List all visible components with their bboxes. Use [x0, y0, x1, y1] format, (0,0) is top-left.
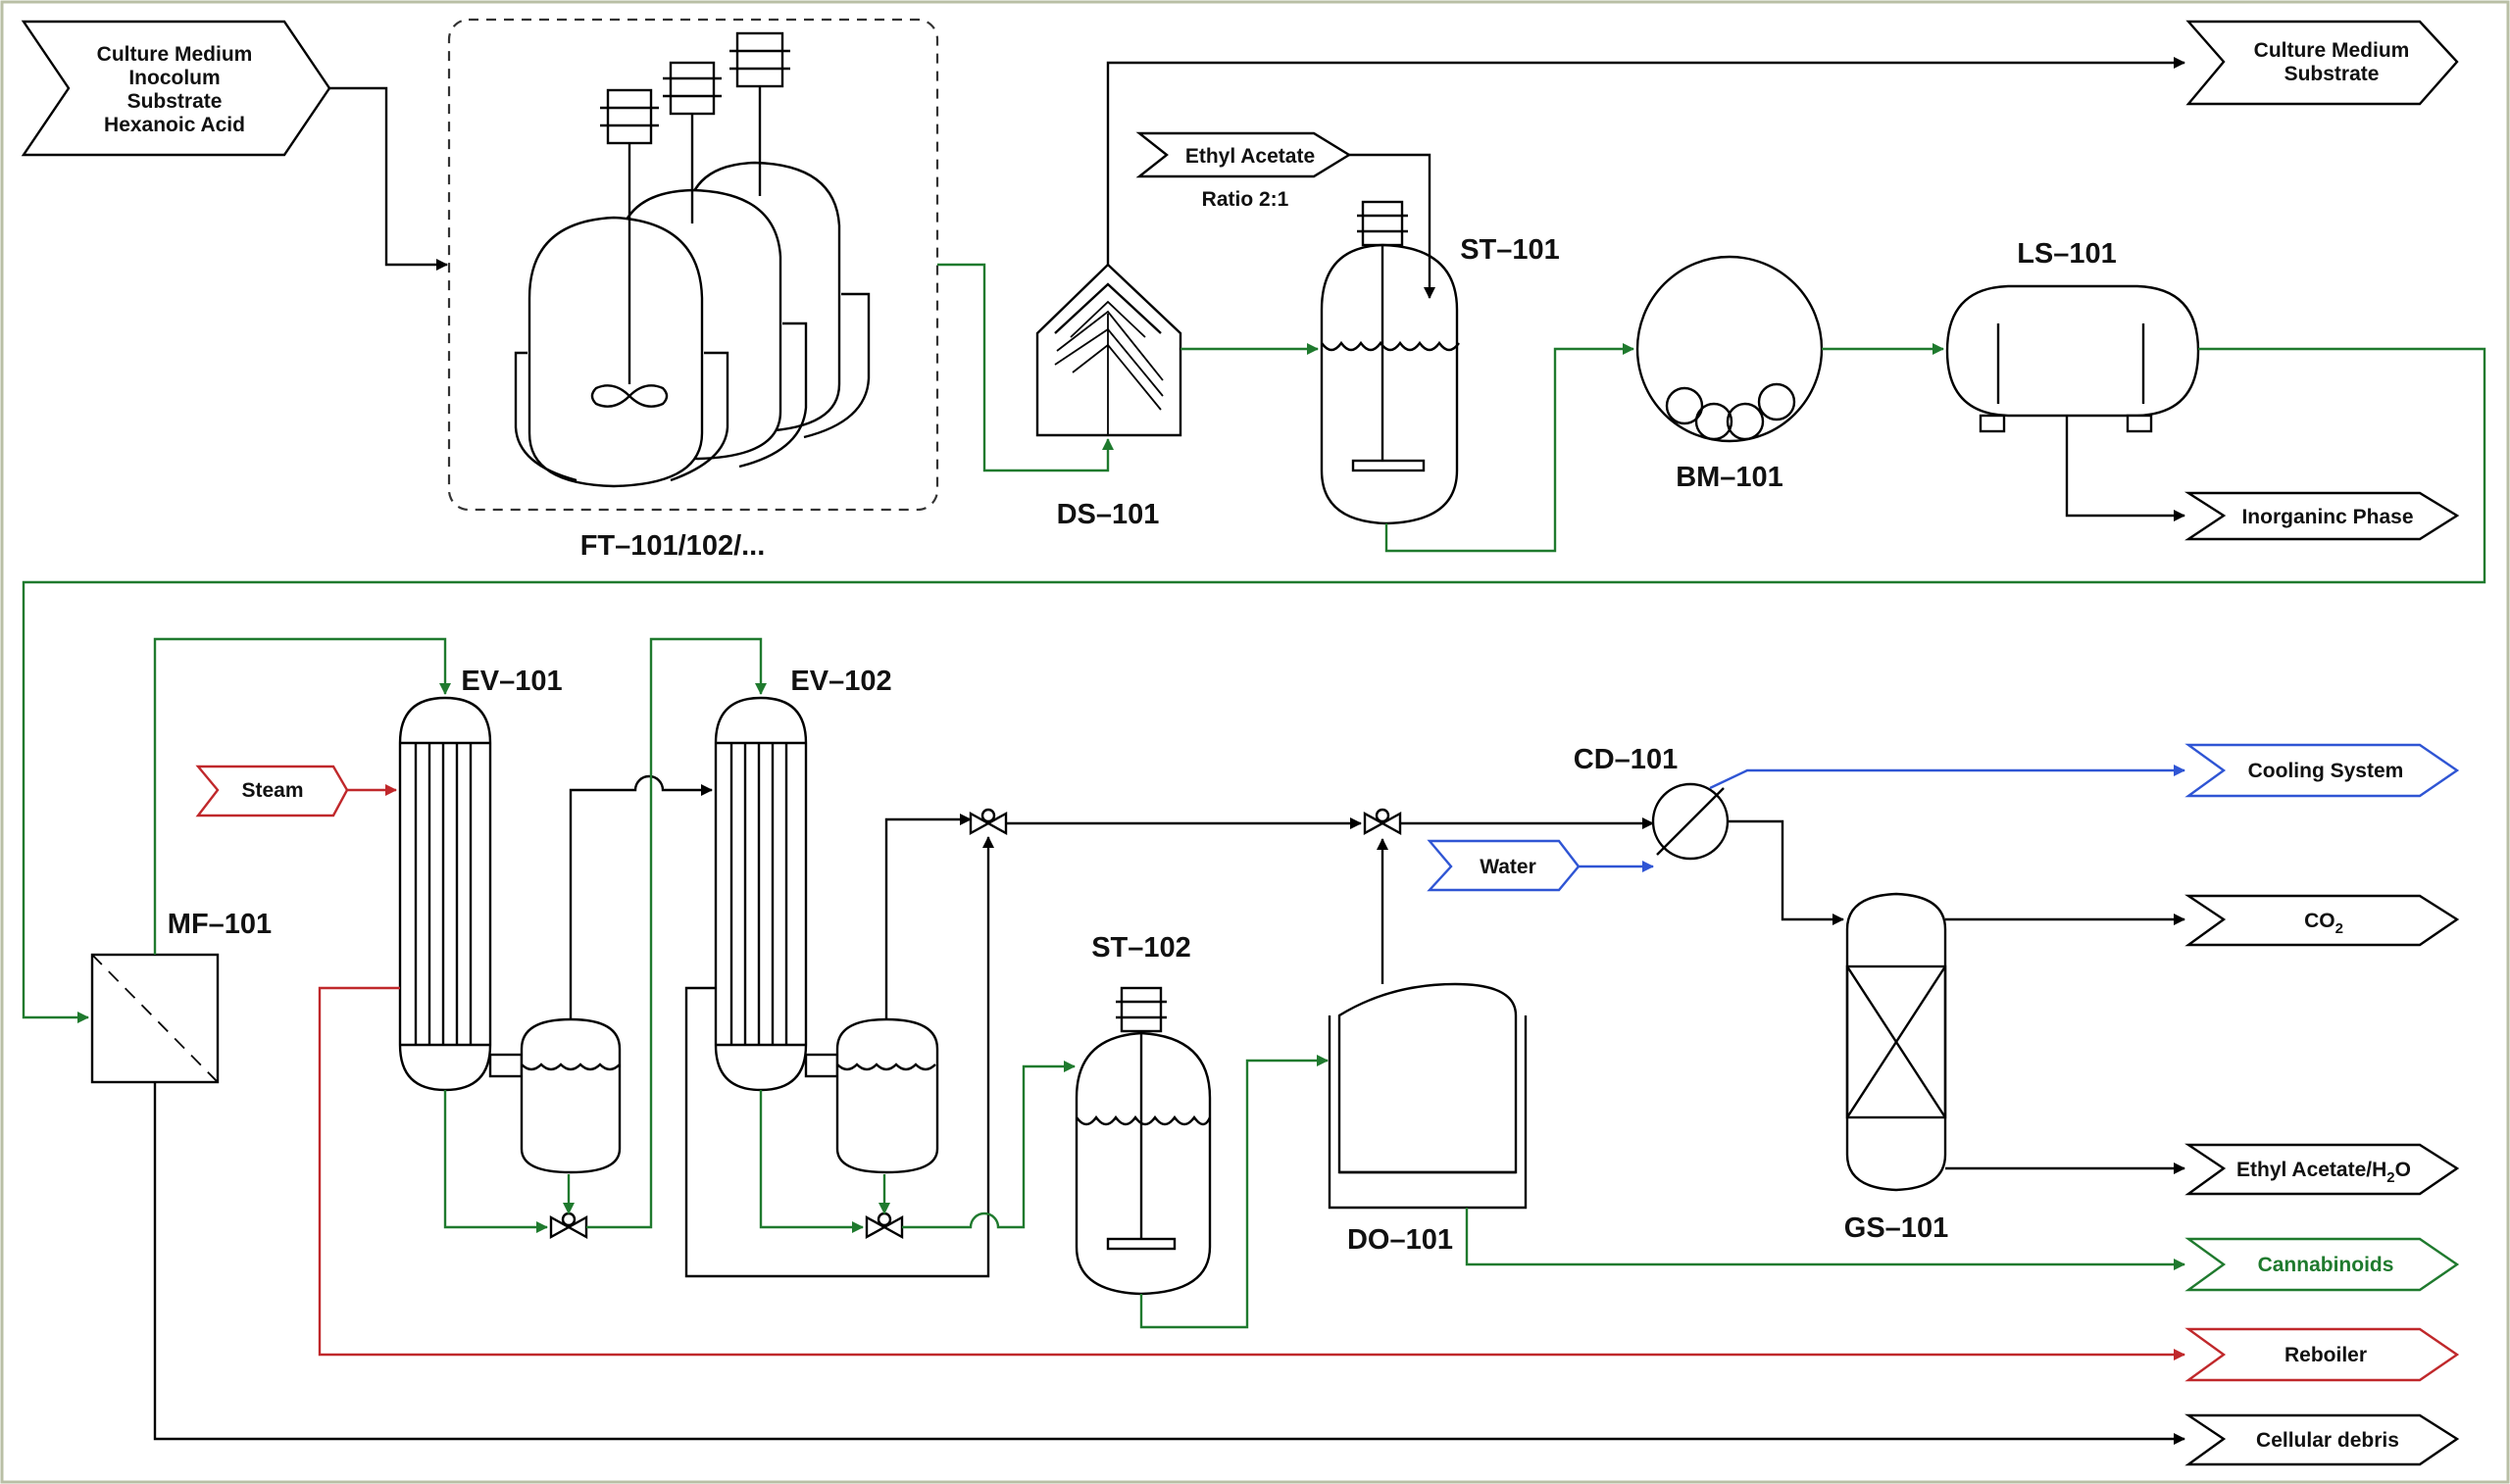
cellular-debris-output-tag: Cellular debris [2184, 1413, 2460, 1466]
steam-input-tag: Steam [195, 765, 349, 817]
ds-101-label: DS–101 [1057, 499, 1160, 530]
inorganic-phase-label: Inorganinc Phase [2241, 506, 2413, 528]
ls-101-label: LS–101 [2017, 238, 2117, 270]
feed-line-4: Hexanoic Acid [104, 114, 245, 136]
stirred-tank-st-101 [1320, 200, 1460, 525]
cannabinoids-label: Cannabinoids [2258, 1254, 2394, 1276]
co2-subscript: 2 [2335, 920, 2343, 937]
fermenters-ft-101 [447, 18, 939, 512]
st-101-label: ST–101 [1460, 234, 1560, 266]
reboiler-output-tag: Reboiler [2184, 1327, 2460, 1382]
gas-scrubber-gs-101 [1845, 892, 1947, 1192]
co2-main: CO [2304, 910, 2335, 932]
evaporator-ev-102 [714, 696, 939, 1174]
microfilter-mf-101 [90, 953, 220, 1084]
feed-line-1: Culture Medium [97, 43, 253, 66]
st-102-label: ST–102 [1091, 932, 1191, 964]
ball-mill-bm-101 [1635, 255, 1824, 443]
cellular-debris-label: Cellular debris [2256, 1429, 2399, 1452]
water-input-tag: Water [1427, 839, 1581, 892]
mf-101-label: MF–101 [168, 909, 272, 940]
ea-h2o-post: O [2395, 1159, 2411, 1181]
green-process-streams [22, 263, 2486, 1329]
ft-101-label: FT–101/102/... [580, 530, 766, 562]
steam-streams [318, 784, 2185, 1360]
co2-label: CO2 [2304, 910, 2343, 937]
evaporator-ev-101 [398, 696, 622, 1174]
disc-stack-separator-ds-101 [1035, 263, 1182, 437]
valve-ev-102 [865, 1212, 904, 1240]
ethyl-acetate-input-tag: Ethyl Acetate [1135, 131, 1352, 178]
ethyl-acetate-label: Ethyl Acetate [1185, 145, 1315, 168]
ea-h2o-subscript: 2 [2386, 1169, 2394, 1186]
inorganic-phase-output-tag: Inorganinc Phase [2184, 491, 2460, 541]
stirred-tank-st-102 [1075, 986, 1212, 1296]
recycle-line-1: Culture Medium [2254, 39, 2410, 62]
feed-line-3: Substrate [127, 90, 223, 113]
cooling-water-streams [1579, 765, 2185, 872]
water-label: Water [1480, 856, 1536, 878]
cooling-system-output-tag: Cooling System [2184, 743, 2460, 798]
ratio-label: Ratio 2:1 [1202, 188, 1289, 211]
feed-line-2: Inocolum [128, 67, 220, 89]
bm-101-label: BM–101 [1676, 462, 1783, 493]
condenser-cd-101 [1651, 782, 1730, 861]
black-process-streams [153, 57, 2185, 1445]
liquid-separator-ls-101 [1945, 284, 2200, 433]
valve-ev-101 [549, 1212, 588, 1240]
ev-101-label: EV–101 [461, 666, 562, 697]
cd-101-label: CD–101 [1574, 744, 1678, 775]
do-101-label: DO–101 [1347, 1224, 1453, 1256]
feed-input-tag: Culture Medium Inocolum Substrate Hexano… [21, 20, 331, 157]
ethyl-acetate-water-output-tag: Ethyl Acetate/H2O [2184, 1143, 2460, 1196]
cannabinoids-output-tag: Cannabinoids [2184, 1237, 2460, 1292]
recycle-output-tag: Culture Medium Substrate [2185, 20, 2459, 106]
valve-vapor-2 [1363, 808, 1402, 836]
cooling-system-label: Cooling System [2248, 760, 2404, 782]
dryer-do-101 [1328, 982, 1528, 1210]
ethyl-acetate-water-label: Ethyl Acetate/H2O [2236, 1159, 2411, 1186]
valve-vapor-1 [969, 808, 1008, 836]
reboiler-label: Reboiler [2284, 1344, 2367, 1366]
gs-101-label: GS–101 [1844, 1212, 1948, 1244]
steam-label: Steam [241, 779, 303, 802]
co2-output-tag: CO2 [2184, 894, 2460, 947]
ea-h2o-pre: Ethyl Acetate/H [2236, 1159, 2386, 1181]
recycle-line-2: Substrate [2284, 63, 2380, 85]
ev-102-label: EV–102 [790, 666, 891, 697]
